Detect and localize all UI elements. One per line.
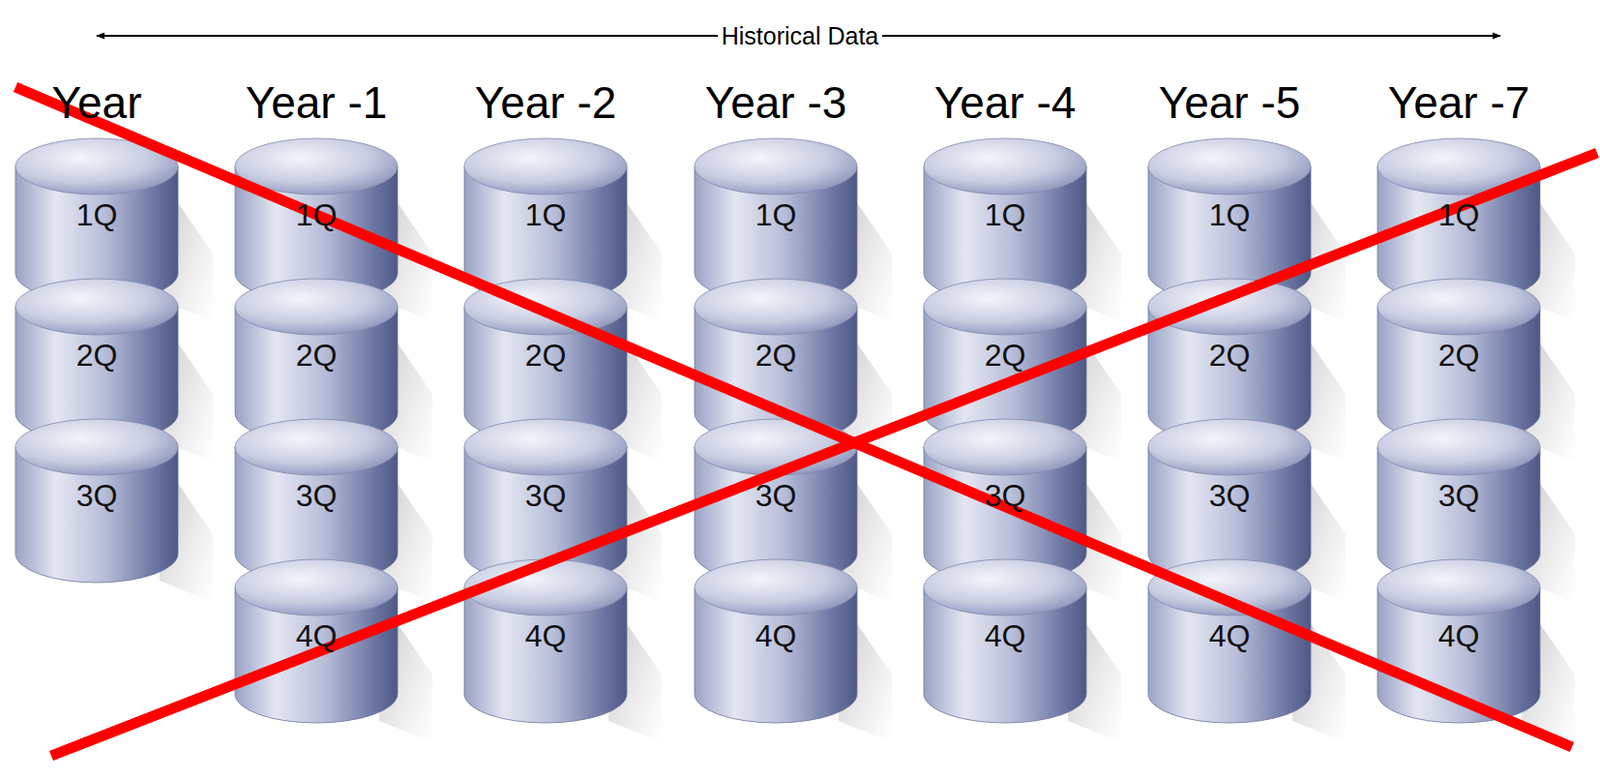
quarter-label: 1Q xyxy=(922,197,1088,233)
storage-cylinder: 1Q xyxy=(1147,137,1312,302)
storage-cylinder: 2Q xyxy=(693,277,859,443)
quarter-label: 4Q xyxy=(234,618,399,653)
cylinder-top xyxy=(694,278,858,335)
storage-cylinder: 2Q xyxy=(1147,277,1312,443)
storage-cylinder: 1Q xyxy=(234,137,399,302)
cylinder-shape xyxy=(234,558,438,752)
storage-cylinder: 2Q xyxy=(1376,277,1541,443)
storage-cylinder: 4Q xyxy=(922,558,1088,723)
storage-cylinder: 3Q xyxy=(693,417,859,583)
quarter-label: 2Q xyxy=(1376,337,1541,373)
storage-cylinder: 3Q xyxy=(234,417,399,583)
storage-cylinder: 3Q xyxy=(1147,417,1312,583)
cylinder-shape xyxy=(14,417,218,612)
cylinder-top xyxy=(1377,138,1541,195)
storage-cylinder: 2Q xyxy=(14,277,179,443)
quarter-label: 4Q xyxy=(1376,618,1541,653)
storage-cylinder: 1Q xyxy=(14,137,179,302)
quarter-label: 1Q xyxy=(1376,197,1541,233)
cylinder-top xyxy=(694,559,858,616)
quarter-label: 2Q xyxy=(1147,337,1312,373)
storage-cylinder: 4Q xyxy=(234,558,399,723)
cylinder-top xyxy=(1377,278,1541,335)
quarter-label: 4Q xyxy=(463,618,628,653)
storage-cylinder: 3Q xyxy=(1376,417,1541,583)
quarter-label: 2Q xyxy=(463,337,628,373)
quarter-label: 1Q xyxy=(693,197,859,233)
quarter-label: 1Q xyxy=(1147,197,1312,233)
cylinder-shape xyxy=(1376,558,1580,752)
cylinder-top xyxy=(235,278,398,335)
storage-cylinder: 1Q xyxy=(693,137,859,302)
quarter-label: 1Q xyxy=(234,197,399,233)
quarter-label: 3Q xyxy=(234,477,399,513)
storage-cylinder: 2Q xyxy=(234,277,399,443)
column-heading: Year -2 xyxy=(474,77,618,128)
storage-cylinder: 4Q xyxy=(1376,558,1541,723)
quarter-label: 4Q xyxy=(1147,618,1312,653)
column-heading: Year -4 xyxy=(934,77,1077,128)
cross-stroke xyxy=(51,152,1598,756)
quarter-label: 2Q xyxy=(922,337,1088,373)
cylinder-shape xyxy=(463,558,667,752)
cylinder-top xyxy=(923,559,1087,616)
column-heading: Year -5 xyxy=(1158,77,1302,128)
cylinder-top xyxy=(464,559,627,616)
column-heading: Year -7 xyxy=(1388,77,1531,128)
storage-cylinder: 4Q xyxy=(463,558,628,723)
cylinder-top xyxy=(1377,418,1541,475)
quarter-label: 3Q xyxy=(1376,477,1541,513)
cylinder-shape xyxy=(1147,558,1351,752)
storage-cylinder: 1Q xyxy=(1376,137,1541,302)
column-heading: Year -3 xyxy=(705,77,848,128)
cylinder-top xyxy=(235,418,398,475)
storage-cylinder: 2Q xyxy=(922,277,1088,443)
cylinder-top xyxy=(1148,559,1311,616)
quarter-label: 2Q xyxy=(14,337,179,373)
column-heading: Year -1 xyxy=(245,77,388,128)
storage-cylinder: 4Q xyxy=(1147,558,1312,723)
cylinder-top xyxy=(694,138,858,195)
storage-cylinder: 2Q xyxy=(463,277,628,443)
cylinder-top xyxy=(464,418,627,475)
storage-cylinder: 1Q xyxy=(922,137,1088,302)
storage-cylinder: 3Q xyxy=(14,417,179,583)
column-heading: Year xyxy=(52,77,143,128)
cylinder-top xyxy=(15,278,178,335)
quarter-label: 1Q xyxy=(463,197,628,233)
cylinder-top xyxy=(694,418,858,475)
cylinder-top xyxy=(464,138,627,195)
quarter-label: 3Q xyxy=(14,477,179,513)
cylinder-top xyxy=(1377,559,1541,616)
cylinder-top xyxy=(464,278,627,335)
cylinder-top xyxy=(15,418,178,475)
axis-title: Historical Data xyxy=(717,21,884,51)
quarter-label: 1Q xyxy=(14,197,179,233)
quarter-label: 3Q xyxy=(1147,477,1312,513)
cylinder-top xyxy=(923,418,1087,475)
storage-cylinder: 4Q xyxy=(693,558,859,723)
cylinder-top xyxy=(1148,278,1311,335)
quarter-label: 4Q xyxy=(693,618,859,653)
storage-cylinder: 1Q xyxy=(463,137,628,302)
cylinder-top xyxy=(15,138,178,195)
quarter-label: 3Q xyxy=(463,477,628,513)
cylinder-top xyxy=(923,138,1087,195)
cylinder-top xyxy=(1148,418,1311,475)
cylinder-shape xyxy=(693,558,897,752)
cross-stroke xyxy=(15,87,1572,747)
quarter-label: 4Q xyxy=(922,618,1088,653)
quarter-label: 3Q xyxy=(693,477,859,513)
quarter-label: 2Q xyxy=(234,337,399,373)
cylinder-top xyxy=(235,138,398,195)
quarter-label: 2Q xyxy=(693,337,859,373)
storage-cylinder: 3Q xyxy=(922,417,1088,583)
cylinder-top xyxy=(923,278,1087,335)
cylinder-top xyxy=(1148,138,1311,195)
storage-cylinder: 3Q xyxy=(463,417,628,583)
cylinder-top xyxy=(235,559,398,616)
cylinder-shape xyxy=(922,558,1126,752)
quarter-label: 3Q xyxy=(922,477,1088,513)
